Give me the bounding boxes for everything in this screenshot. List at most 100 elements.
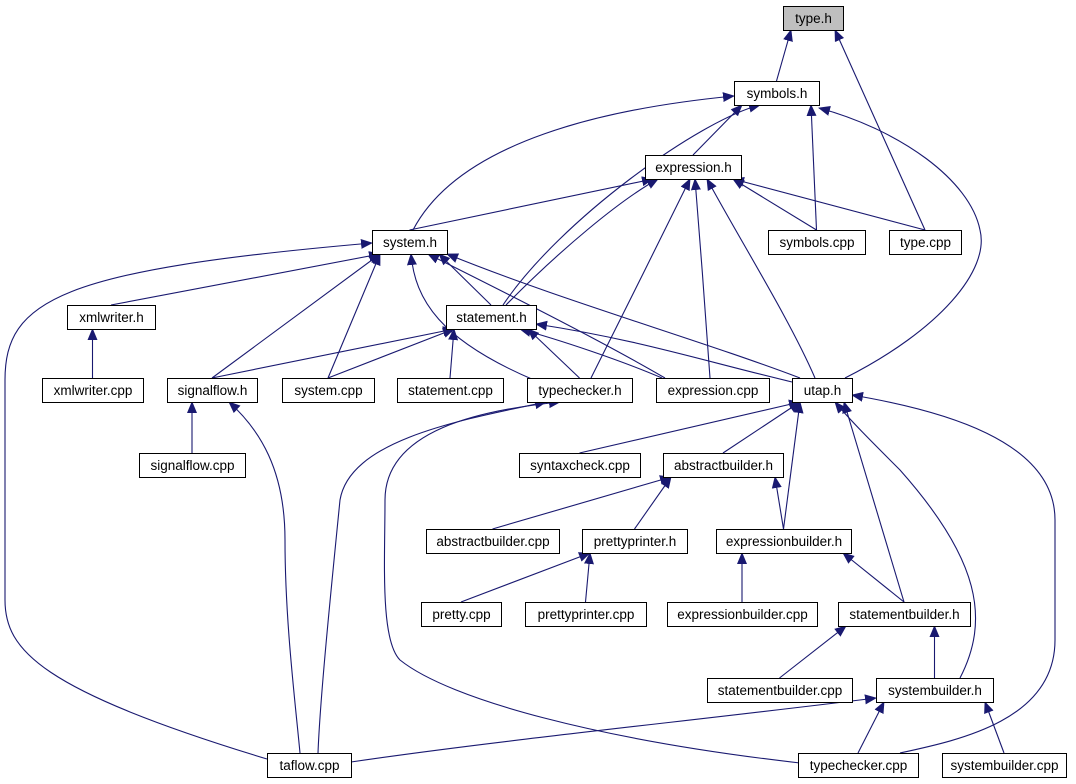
- node-taflow-cpp[interactable]: taflow.cpp: [267, 753, 352, 778]
- node-box: [282, 378, 375, 403]
- node-label: type.h: [795, 11, 832, 26]
- edge-typechecker-cpp-to-utap-h: [851, 391, 1056, 754]
- node-symbols-cpp[interactable]: symbols.cpp: [768, 230, 866, 255]
- node-typechecker-h[interactable]: typechecker.h: [527, 378, 633, 403]
- node-box: [645, 155, 742, 180]
- node-abstractbuilder-h[interactable]: abstractbuilder.h: [663, 453, 784, 478]
- node-symbols-h[interactable]: symbols.h: [734, 81, 820, 106]
- node-box: [167, 378, 258, 403]
- node-statementbuilder-h[interactable]: statementbuilder.h: [838, 602, 971, 627]
- edge-typechecker-h-to-expression-h: [590, 178, 691, 379]
- node-box: [876, 678, 994, 703]
- node-statementbuilder-cpp[interactable]: statementbuilder.cpp: [707, 678, 853, 703]
- node-label: system.cpp: [294, 383, 362, 398]
- node-box: [582, 529, 688, 554]
- node-xmlwriter-cpp[interactable]: xmlwriter.cpp: [42, 378, 144, 403]
- node-label: expression.cpp: [668, 383, 759, 398]
- node-xmlwriter-h[interactable]: xmlwriter.h: [67, 305, 156, 330]
- node-box: [792, 378, 853, 403]
- edge-systembuilder-cpp-to-systembuilder-h: [984, 701, 1005, 754]
- file-nodes: type.h symbols.h expression.h system.h symbo…: [42, 6, 1067, 778]
- edge-signalflow-h-to-statement-h: [211, 326, 455, 379]
- node-box: [267, 753, 352, 778]
- edge-expression-cpp-to-statement-h: [519, 327, 663, 379]
- edge-prettyprinter-cpp-to-prettyprinter-h: [584, 552, 594, 603]
- edge-statement-cpp-to-statement-h: [448, 328, 459, 379]
- edge-statementbuilder-cpp-to-statementbuilder-h: [779, 625, 847, 679]
- node-label: symbols.h: [747, 86, 808, 101]
- edge-system-cpp-to-system-h: [327, 253, 381, 379]
- edge-expression-h-to-symbols-h: [692, 104, 743, 156]
- edge-expressionbuilder-h-to-abstractbuilder-h: [771, 476, 785, 530]
- node-box: [798, 753, 919, 778]
- node-box: [67, 305, 156, 330]
- edge-systembuilder-h-to-utap-h: [834, 401, 977, 679]
- edge-symbols-cpp-to-expression-h: [732, 178, 817, 231]
- node-label: utap.h: [804, 383, 842, 398]
- node-label: statement.h: [456, 310, 527, 325]
- edge-symbols-cpp-to-symbols-h: [806, 104, 818, 231]
- node-prettyprinter-h[interactable]: prettyprinter.h: [582, 529, 688, 554]
- node-label: statementbuilder.h: [849, 607, 959, 622]
- node-systembuilder-cpp[interactable]: systembuilder.cpp: [942, 753, 1067, 778]
- edge-taflow-cpp-to-systembuilder-h: [350, 694, 877, 763]
- node-system-h[interactable]: system.h: [372, 230, 448, 255]
- node-box: [426, 529, 560, 554]
- node-label: expressionbuilder.h: [726, 534, 842, 549]
- node-box: [667, 602, 818, 627]
- node-typechecker-cpp[interactable]: typechecker.cpp: [798, 753, 919, 778]
- node-expressionbuilder-h[interactable]: expressionbuilder.h: [716, 529, 852, 554]
- node-abstractbuilder-cpp[interactable]: abstractbuilder.cpp: [426, 529, 560, 554]
- edge-syntaxcheck-cpp-to-utap-h: [579, 399, 801, 454]
- node-label: system.h: [383, 235, 437, 250]
- node-label: statementbuilder.cpp: [718, 683, 843, 698]
- node-label: expressionbuilder.cpp: [677, 607, 808, 622]
- node-signalflow-h[interactable]: signalflow.h: [167, 378, 258, 403]
- node-type-h: type.h: [783, 6, 844, 31]
- node-expression-cpp[interactable]: expression.cpp: [656, 378, 770, 403]
- node-box: [656, 378, 770, 403]
- node-box: [446, 305, 537, 330]
- edge-taflow-cpp-to-signalflow-h: [228, 401, 301, 754]
- node-prettyprinter-cpp[interactable]: prettyprinter.cpp: [525, 602, 647, 627]
- node-expression-h[interactable]: expression.h: [645, 155, 742, 180]
- node-box: [527, 378, 633, 403]
- edge-abstractbuilder-cpp-to-abstractbuilder-h: [492, 475, 672, 530]
- node-label: expression.h: [655, 160, 732, 175]
- node-syntaxcheck-cpp[interactable]: syntaxcheck.cpp: [519, 453, 641, 478]
- node-expressionbuilder-cpp[interactable]: expressionbuilder.cpp: [667, 602, 818, 627]
- edge-typechecker-h-to-statement-h: [527, 328, 580, 379]
- node-box: [397, 378, 504, 403]
- node-type-cpp[interactable]: type.cpp: [889, 230, 962, 255]
- node-signalflow-cpp[interactable]: signalflow.cpp: [139, 453, 246, 478]
- edge-system-h-to-symbols-h: [412, 92, 735, 231]
- edge-system-cpp-to-statement-h: [327, 328, 455, 379]
- node-utap-h[interactable]: utap.h: [792, 378, 853, 403]
- node-label: signalflow.cpp: [150, 458, 234, 473]
- node-box: [768, 230, 866, 255]
- node-box: [525, 602, 647, 627]
- node-box: [139, 453, 246, 478]
- node-systembuilder-h[interactable]: systembuilder.h: [876, 678, 994, 703]
- edge-taflow-cpp-to-system-h: [4, 238, 373, 760]
- node-box: [783, 6, 844, 31]
- node-label: abstractbuilder.cpp: [436, 534, 549, 549]
- edge-utap-h-to-symbols-h: [818, 106, 982, 379]
- edge-signalflow-h-to-system-h: [211, 253, 381, 379]
- edge-utap-h-to-statement-h: [535, 320, 793, 383]
- node-pretty-cpp[interactable]: pretty.cpp: [421, 602, 502, 627]
- node-statement-cpp[interactable]: statement.cpp: [397, 378, 504, 403]
- node-label: signalflow.h: [178, 383, 248, 398]
- edge-utap-h-to-system-h: [446, 253, 801, 379]
- edge-xmlwriter-h-to-system-h: [110, 251, 381, 306]
- node-box: [707, 678, 853, 703]
- edge-symbols-h-to-type-h: [775, 29, 793, 82]
- node-statement-h[interactable]: statement.h: [446, 305, 537, 330]
- edge-abstractbuilder-h-to-utap-h: [722, 401, 801, 454]
- node-box: [372, 230, 448, 255]
- node-label: abstractbuilder.h: [674, 458, 773, 473]
- node-label: pretty.cpp: [432, 607, 490, 622]
- edge-statementbuilder-h-to-expressionbuilder-h: [842, 552, 905, 603]
- node-system-cpp[interactable]: system.cpp: [282, 378, 375, 403]
